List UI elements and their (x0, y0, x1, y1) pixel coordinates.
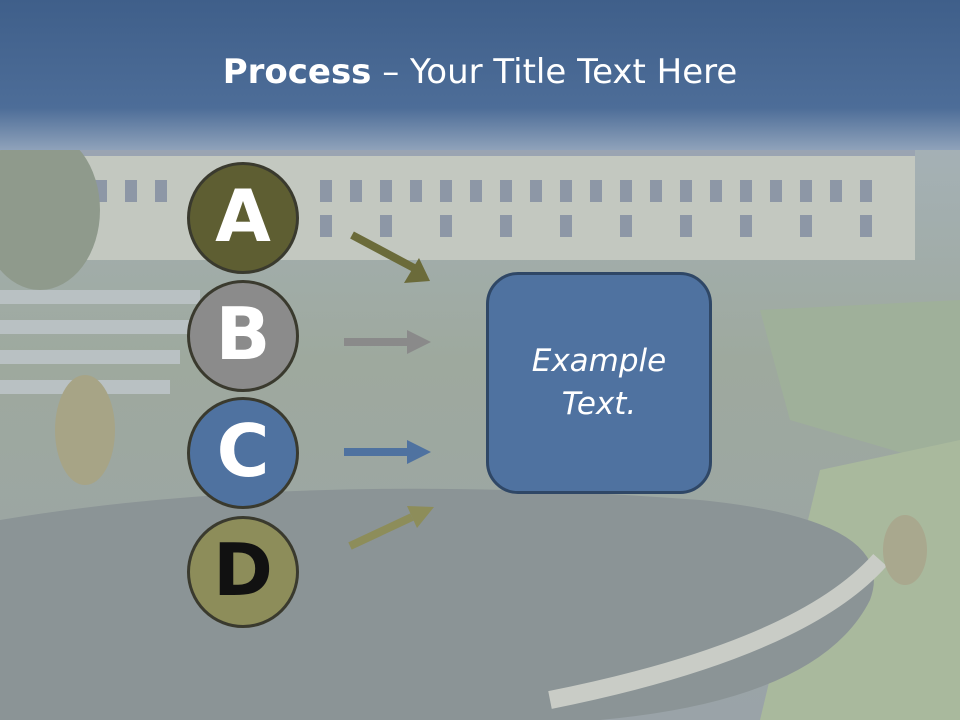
arrow-b (344, 330, 431, 354)
example-text: Example Text. (531, 342, 667, 422)
step-circle-d: D (187, 516, 299, 628)
title-bold: Process (222, 52, 372, 92)
step-letter-d: D (213, 528, 273, 612)
step-letter-c: C (216, 409, 270, 493)
example-text-box: Example Text. (486, 272, 712, 494)
slide-title: Process – Your Title Text Here (0, 52, 960, 92)
arrow-a (350, 231, 430, 283)
step-circle-b: B (187, 280, 299, 392)
title-rest: – Your Title Text Here (371, 52, 738, 92)
arrow-c (344, 440, 431, 464)
step-letter-b: B (215, 292, 271, 376)
arrow-d (348, 506, 434, 550)
step-circle-a: A (187, 162, 299, 274)
step-circle-c: C (187, 397, 299, 509)
step-letter-a: A (215, 174, 271, 258)
